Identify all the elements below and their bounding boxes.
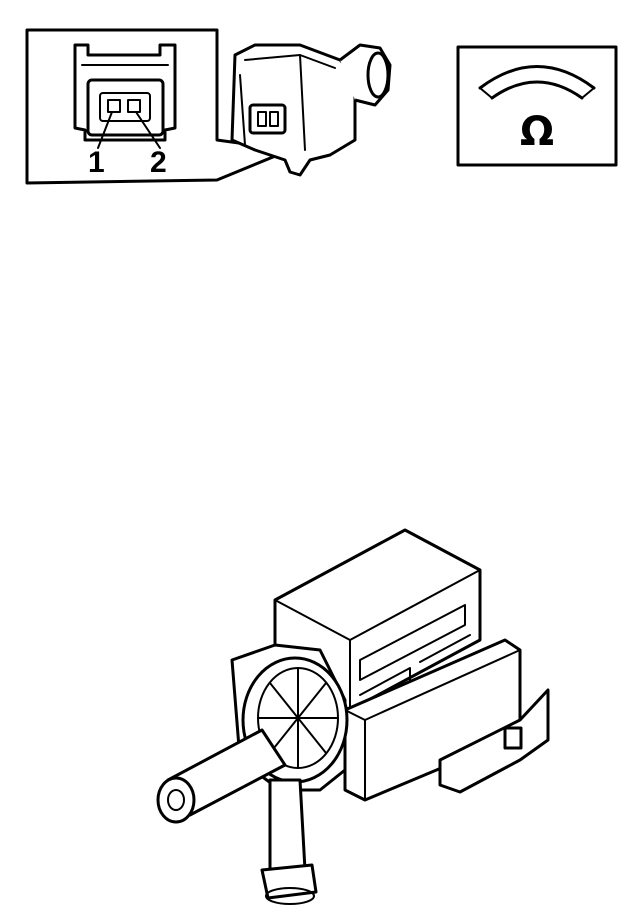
pin-2-label: 2 bbox=[150, 146, 167, 179]
solenoid-valve-icon bbox=[156, 528, 550, 905]
pin-1-leader bbox=[97, 111, 113, 149]
ohmmeter-icon: Ω bbox=[456, 45, 618, 167]
pin-2-leader bbox=[135, 111, 161, 149]
connector-on-valve-icon bbox=[230, 43, 392, 177]
ohm-symbol: Ω bbox=[520, 109, 554, 155]
pin-1-label: 1 bbox=[88, 146, 105, 179]
connector-face-icon bbox=[73, 43, 177, 142]
